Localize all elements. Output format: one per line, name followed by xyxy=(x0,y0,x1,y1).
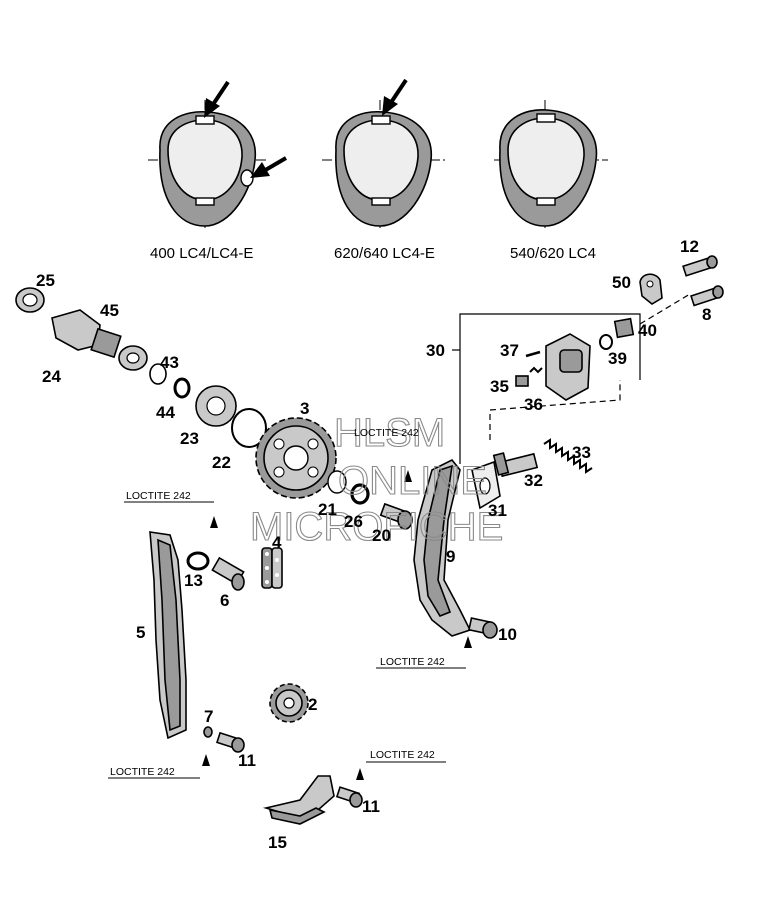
bolt-8 xyxy=(690,285,724,307)
loctite-label: LOCTITE 242 xyxy=(354,427,419,439)
arrow-icon xyxy=(204,80,288,178)
circlip-43 xyxy=(149,363,167,385)
loctite-drop-icon xyxy=(464,636,472,648)
timing-chain-4 xyxy=(261,547,283,589)
retaining-ring-22 xyxy=(231,408,267,448)
part-label-23: 23 xyxy=(180,429,199,448)
chain-guide-rail-5 xyxy=(149,531,187,740)
screw-plug-40 xyxy=(613,317,635,339)
part-label-7: 7 xyxy=(204,707,213,726)
o-ring-44 xyxy=(173,377,191,399)
crankshaft-sprocket-2 xyxy=(269,683,309,723)
ball-bearing-23 xyxy=(195,385,237,427)
camshaft-24 xyxy=(51,309,122,359)
bolt-20 xyxy=(379,502,413,530)
bolt-11-lower-left xyxy=(215,731,245,753)
part-label-3: 3 xyxy=(300,399,309,418)
part-label-22: 22 xyxy=(212,453,231,472)
spring-36 xyxy=(529,366,543,374)
loctite-drop-icon xyxy=(202,754,210,766)
needle-bearing-25 xyxy=(15,287,45,313)
part-label-4: 4 xyxy=(272,533,282,552)
part-label-20: 20 xyxy=(372,526,391,545)
loctite-label: LOCTITE 242 xyxy=(110,766,175,778)
chain-guide-15 xyxy=(262,775,335,825)
part-label-26: 26 xyxy=(344,512,363,531)
bolt-12 xyxy=(682,255,718,277)
part-label-40: 40 xyxy=(638,321,657,340)
spring-33 xyxy=(543,438,593,474)
washer-21 xyxy=(327,470,347,494)
arrow-icon xyxy=(382,78,408,116)
part-label-11: 11 xyxy=(362,797,380,816)
sealing-ring-13 xyxy=(186,551,210,571)
part-label-36: 36 xyxy=(524,395,543,414)
part-label-13: 13 xyxy=(184,571,203,590)
tensioner-group-bracket-30 xyxy=(452,293,691,464)
watermark-line-2: ONLINE xyxy=(338,459,487,503)
part-label-35: 35 xyxy=(490,377,509,396)
part-label-33: 33 xyxy=(572,443,591,462)
gasket-31 xyxy=(471,460,501,510)
loctite-label: LOCTITE 242 xyxy=(370,749,435,761)
o-ring-39 xyxy=(599,334,613,350)
part-label-15: 15 xyxy=(268,833,287,852)
watermark-line-1: HLSM xyxy=(334,411,445,455)
part-label-39: 39 xyxy=(608,349,627,368)
part-label-37: 37 xyxy=(500,341,519,360)
loctite-label: LOCTITE 242 xyxy=(126,490,191,502)
sprocket-view-400 xyxy=(159,110,257,227)
part-label-10: 10 xyxy=(498,625,517,644)
pin-37 xyxy=(525,350,541,358)
bolt-6 xyxy=(211,556,245,591)
sprocket-43 xyxy=(118,345,148,371)
loctite-drop-icon xyxy=(210,516,218,528)
loctite-label: LOCTITE 242 xyxy=(380,656,445,668)
part-label-43: 43 xyxy=(160,353,179,372)
leader-lines xyxy=(108,501,466,779)
bolt-32 xyxy=(492,452,539,478)
sprocket-view-620-640 xyxy=(335,110,432,227)
part-label-32: 32 xyxy=(524,471,543,490)
loctite-drop-icon xyxy=(356,768,364,780)
part-label-9: 9 xyxy=(446,547,455,566)
part-label-12: 12 xyxy=(680,237,699,256)
part-label-45: 45 xyxy=(100,301,119,320)
part-label-25: 25 xyxy=(36,271,55,290)
bolt-11-lower-right xyxy=(335,786,363,808)
part-label-8: 8 xyxy=(702,305,711,324)
washer-26 xyxy=(350,483,370,505)
part-label-50: 50 xyxy=(612,273,631,292)
part-label-6: 6 xyxy=(220,591,229,610)
part-label-30: 30 xyxy=(426,341,445,360)
caption-view-2: 620/640 LC4-E xyxy=(334,245,435,262)
caption-view-3: 540/620 LC4 xyxy=(510,245,596,262)
tensioner-rail-9 xyxy=(413,458,472,637)
part-label-31: 31 xyxy=(488,501,507,520)
bolt-10 xyxy=(468,617,498,639)
camshaft-sprocket-3 xyxy=(255,417,337,499)
tensioner-housing xyxy=(545,333,591,401)
washer-7 xyxy=(203,726,213,738)
part-label-21: 21 xyxy=(318,500,337,519)
part-label-5: 5 xyxy=(136,623,145,642)
part-label-11: 11 xyxy=(238,751,256,770)
watermark-line-3: MICROFICHE xyxy=(250,505,503,549)
part-label-24: 24 xyxy=(42,367,61,386)
loctite-drop-icon xyxy=(404,470,412,482)
sprocket-view-540-620 xyxy=(499,109,598,227)
clamp-50 xyxy=(639,273,663,305)
plug-35 xyxy=(515,375,529,387)
part-label-2: 2 xyxy=(308,695,317,714)
caption-view-1: 400 LC4/LC4-E xyxy=(150,245,253,262)
part-label-44: 44 xyxy=(156,403,175,422)
